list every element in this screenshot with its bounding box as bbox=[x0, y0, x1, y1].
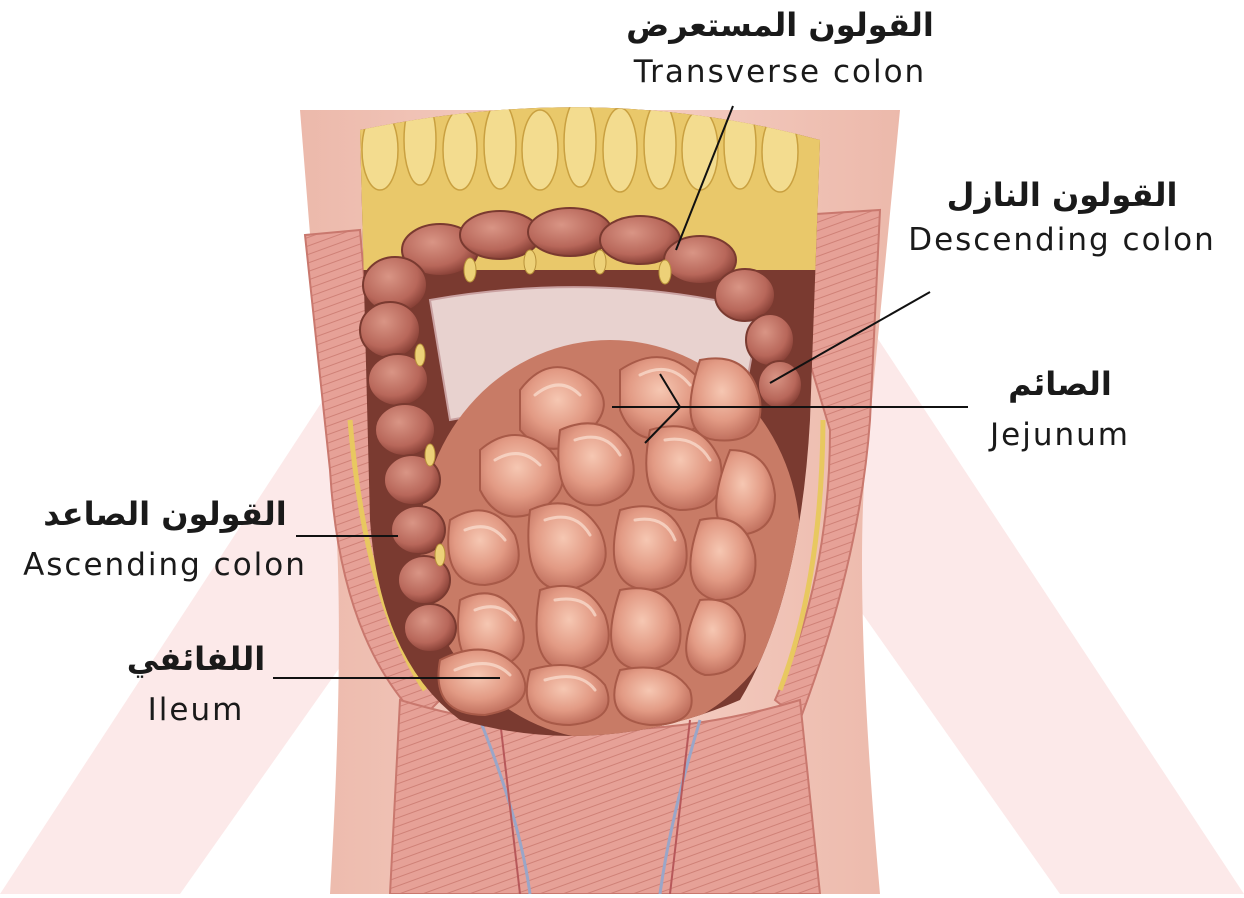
label-ileum: اللفائفي Ileum bbox=[96, 640, 296, 730]
label-ascending-colon: القولون الصاعد Ascending colon bbox=[0, 495, 330, 585]
label-ascending-colon-ar: القولون الصاعد bbox=[0, 495, 330, 533]
label-ascending-colon-en: Ascending colon bbox=[0, 547, 330, 584]
label-descending-colon-ar: القولون النازل bbox=[880, 176, 1244, 214]
label-descending-colon: القولون النازل Descending colon bbox=[880, 176, 1244, 260]
label-ileum-en: Ileum bbox=[96, 692, 296, 729]
label-transverse-colon-en: Transverse colon bbox=[590, 54, 970, 91]
label-descending-colon-en: Descending colon bbox=[880, 222, 1244, 259]
label-jejunum-en: Jejunum bbox=[960, 417, 1160, 454]
label-ileum-ar: اللفائفي bbox=[96, 640, 296, 678]
label-transverse-colon: القولون المستعرض Transverse colon bbox=[590, 6, 970, 92]
label-transverse-colon-ar: القولون المستعرض bbox=[590, 6, 970, 44]
label-jejunum-ar: الصائم bbox=[960, 365, 1160, 403]
label-jejunum: الصائم Jejunum bbox=[960, 365, 1160, 455]
